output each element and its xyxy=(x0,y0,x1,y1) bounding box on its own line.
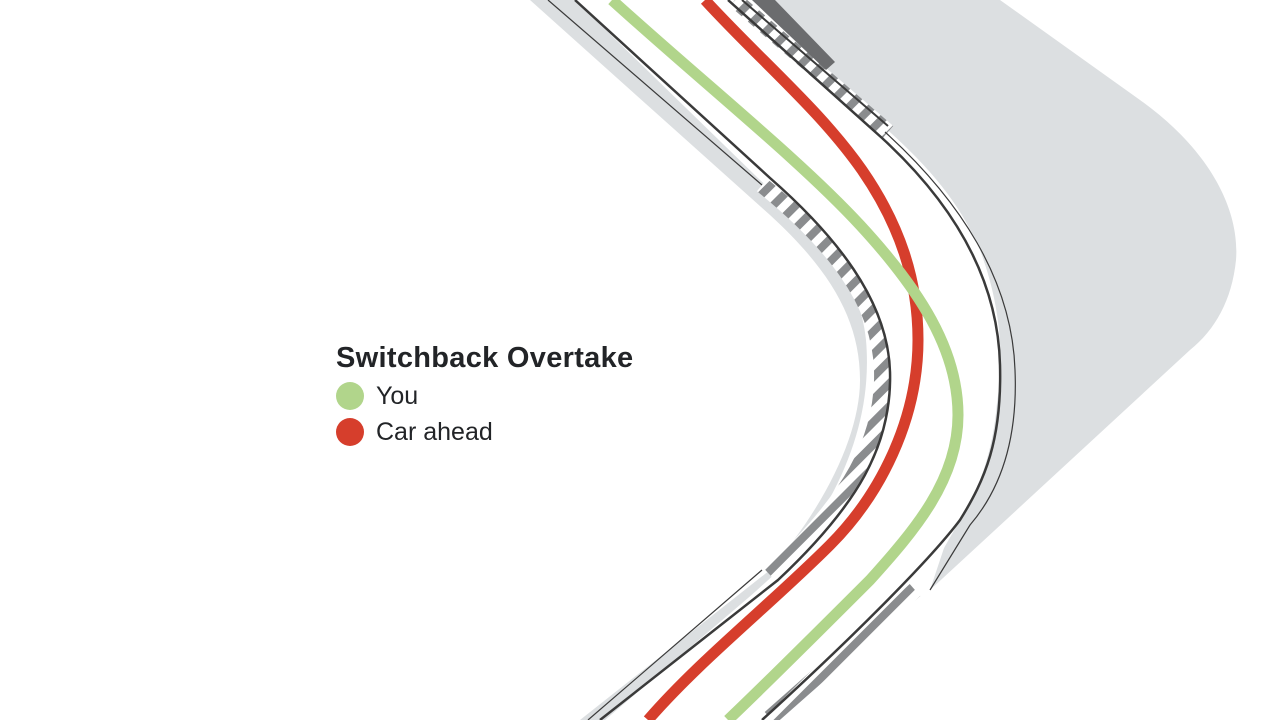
exit-kerb xyxy=(764,584,921,720)
track-surface xyxy=(575,0,999,720)
legend-label: You xyxy=(376,382,419,410)
inner-apex-kerb xyxy=(756,178,891,581)
legend-item-you: You xyxy=(336,378,633,414)
track-edge-lines xyxy=(547,0,1016,720)
diagram-title: Switchback Overtake xyxy=(336,342,634,374)
green-dot-icon xyxy=(336,382,364,410)
entry-kerb xyxy=(729,0,894,139)
outer-runoff-area xyxy=(760,0,1237,590)
inner-runoff-area xyxy=(530,0,867,720)
barrier-wall xyxy=(752,0,835,70)
red-racing-line xyxy=(643,0,924,720)
legend-label: Car ahead xyxy=(376,418,493,446)
red-dot-icon xyxy=(336,418,364,446)
legend: Switchback Overtake You Car ahead xyxy=(336,338,633,450)
green-racing-line xyxy=(608,0,964,720)
legend-item-car-ahead: Car ahead xyxy=(336,414,633,450)
